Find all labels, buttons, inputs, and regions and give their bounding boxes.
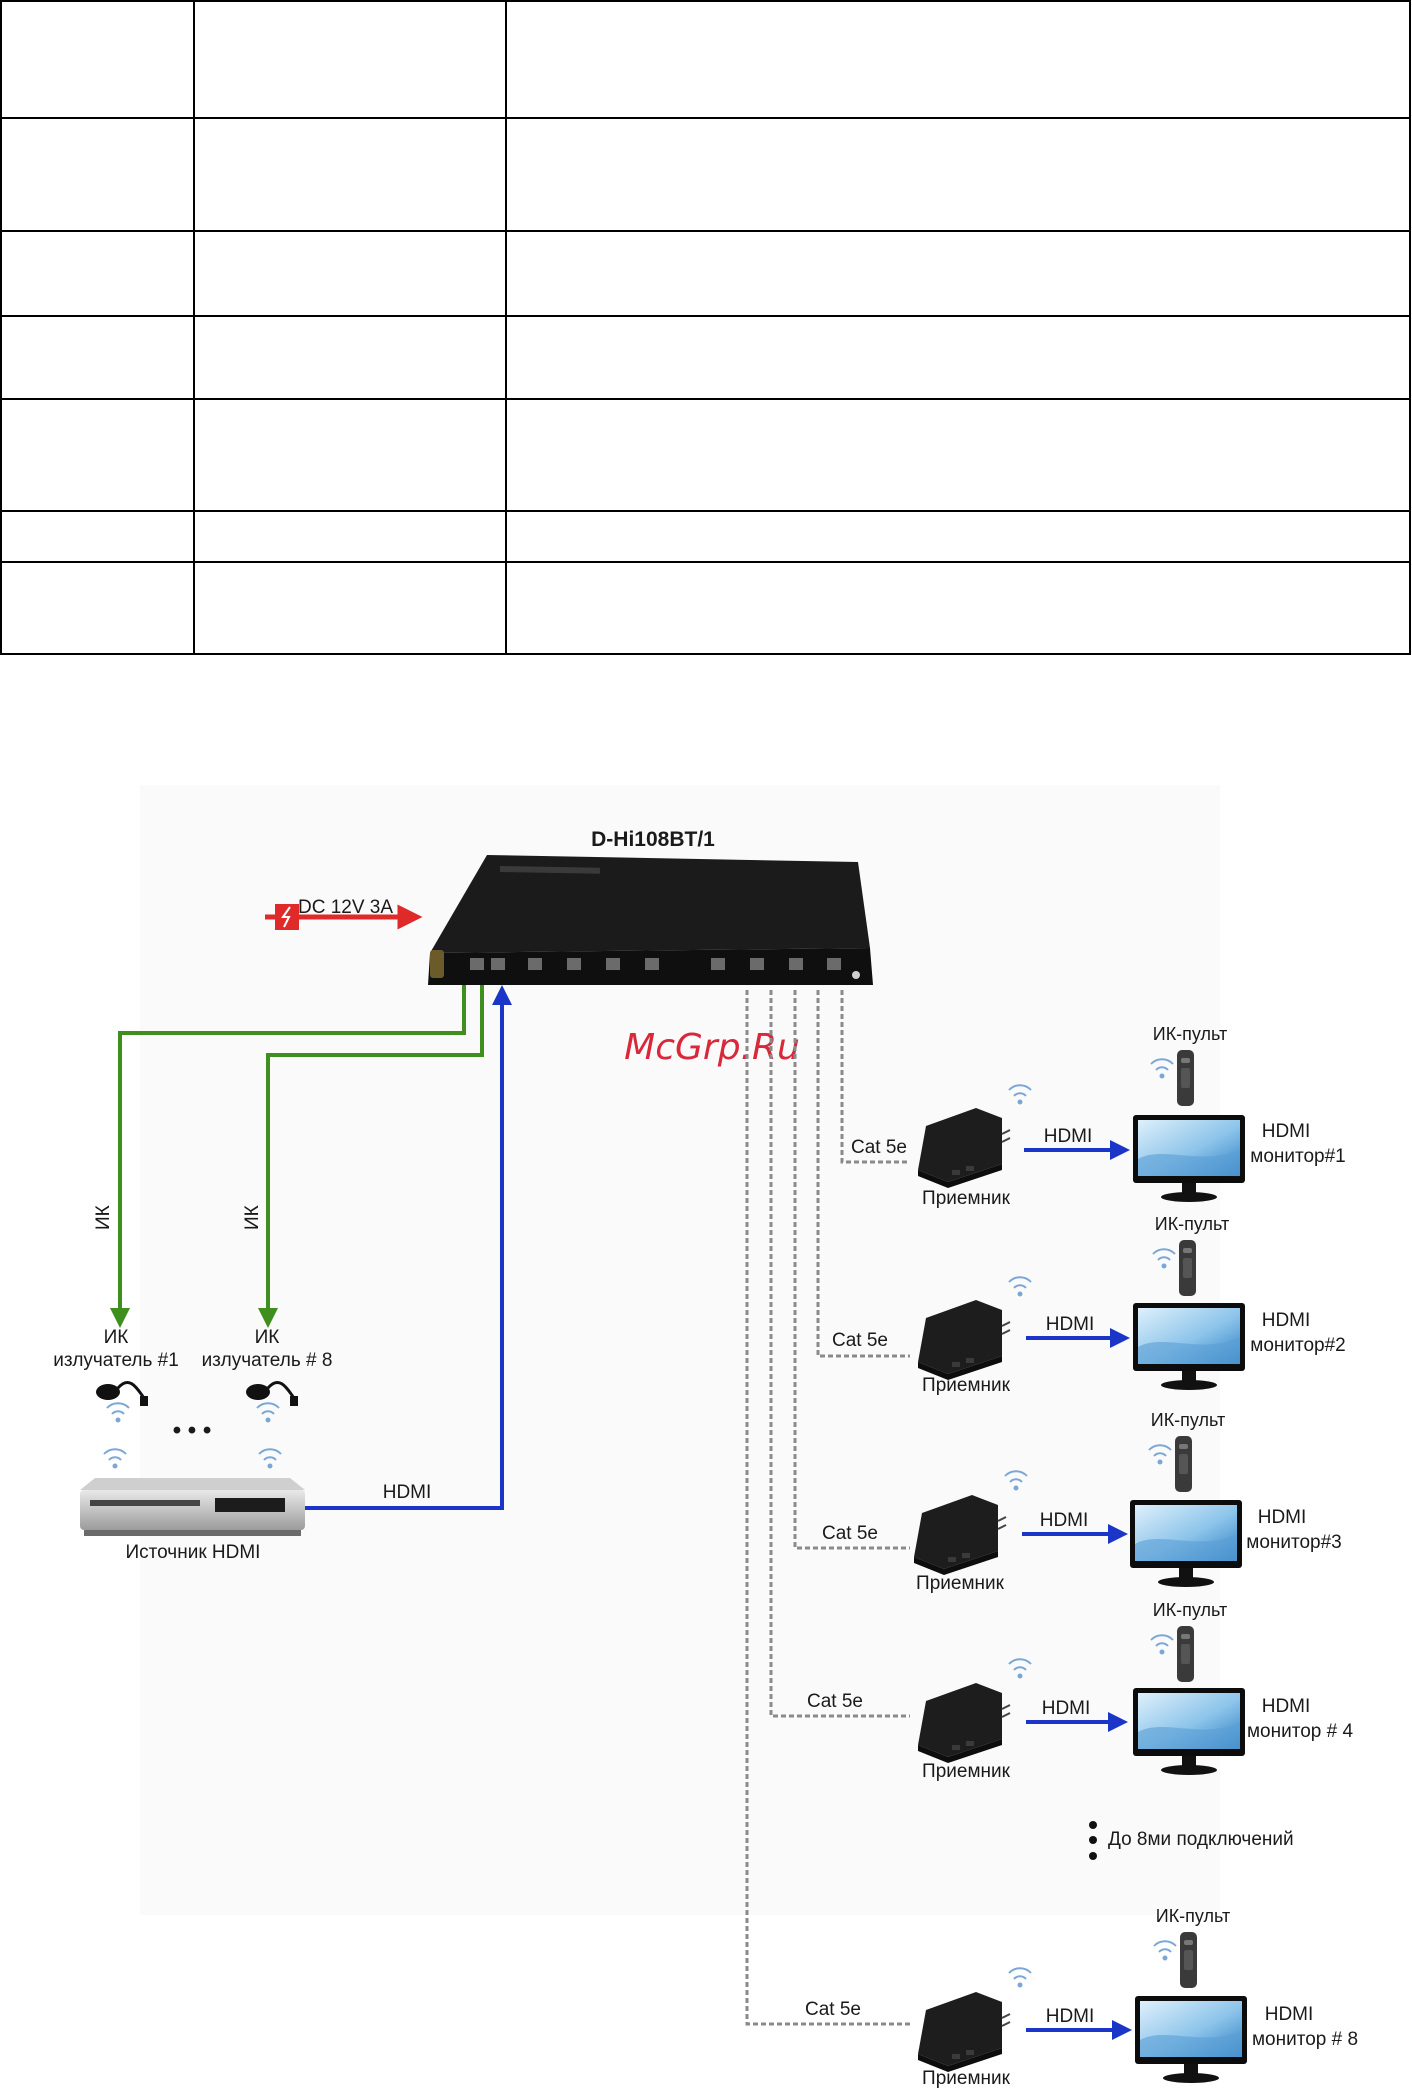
remote-label: ИК-пульт [1153, 1024, 1228, 1044]
ir-remote-icon [1177, 1626, 1194, 1682]
hdmi-label: HDMI [1046, 1314, 1095, 1335]
watermark: McGrp.Ru [624, 1027, 800, 1068]
table-cell [0, 230, 195, 317]
hdmi-source-line [305, 985, 512, 1510]
ir-remote-icon [1180, 1932, 1197, 1988]
monitor-label: монитор # 8 [1252, 2029, 1358, 2050]
monitor-label: HDMI [1262, 1121, 1311, 1142]
receiver-branch: Cat 5e Приемник HDMI ИК-пульт HDMI монит… [822, 1410, 1342, 1594]
ir-remote-icon [1179, 1240, 1196, 1296]
splitter-device [428, 855, 873, 985]
receiver-branch: Cat 5e Приемник HDMI ИК-пульт HDMI монит… [805, 1906, 1358, 2089]
cable-label: Cat 5e [807, 1691, 863, 1712]
cable-label: Cat 5e [851, 1137, 907, 1158]
ir-line-label: ИК [93, 1205, 114, 1230]
table-row [0, 561, 1411, 655]
ir-remote-icon [1177, 1050, 1194, 1106]
power-arrow [265, 904, 423, 930]
remote-label: ИК-пульт [1151, 1410, 1226, 1430]
table-cell [0, 117, 195, 232]
receiver-branch: Cat 5e Приемник HDMI ИК-пульт HDMI монит… [832, 1214, 1346, 1396]
table-cell [193, 561, 507, 655]
table-cell [0, 510, 195, 563]
table-cell [505, 230, 1411, 317]
remote-label: ИК-пульт [1153, 1600, 1228, 1620]
table-row [0, 510, 1411, 563]
spec-table [0, 0, 1411, 655]
table-cell [505, 117, 1411, 232]
cable-label: Cat 5e [805, 1999, 861, 2020]
ir-lines [110, 985, 484, 1328]
monitor-label: HDMI [1262, 1696, 1311, 1717]
ir-remote-icon [1175, 1436, 1192, 1492]
table-cell [505, 0, 1411, 119]
monitor-label: монитор#1 [1250, 1146, 1346, 1167]
receiver-label: Приемник [922, 1761, 1011, 1782]
remote-label: ИК-пульт [1156, 1906, 1231, 1926]
receiver-branch: Cat 5e Приемник HDMI ИК-пульт HDMI монит… [807, 1600, 1353, 1782]
table-row [0, 398, 1411, 512]
hdmi-source-player [80, 1478, 305, 1536]
wireless-icon [1008, 1967, 1032, 1989]
table-cell [193, 117, 507, 232]
source-hdmi-label: HDMI [383, 1482, 432, 1503]
more-connections-dots [1089, 1821, 1097, 1860]
monitor-label: монитор#3 [1246, 1532, 1342, 1553]
emitter-label: ИК [255, 1327, 280, 1348]
cat5e-cables [745, 990, 910, 2026]
emitter-label: излучатель #1 [53, 1350, 179, 1371]
table-cell [193, 0, 507, 119]
table-cell [0, 398, 195, 512]
ir-line-label: ИК [242, 1205, 263, 1230]
more-connections-label: До 8ми подключений [1108, 1829, 1294, 1850]
receiver-branch: Cat 5e Приемник HDMI ИК-пульт HDMI монит… [851, 1024, 1346, 1209]
monitor-label: монитор # 4 [1247, 1721, 1353, 1742]
monitor-label: монитор#2 [1250, 1335, 1346, 1356]
monitor-label: HDMI [1265, 2004, 1314, 2025]
power-label: DC 12V 3A [298, 897, 393, 918]
receiver-label: Приемник [922, 1188, 1011, 1209]
table-cell [505, 561, 1411, 655]
table-cell [0, 315, 195, 400]
table-cell [505, 510, 1411, 563]
table-cell [193, 230, 507, 317]
wireless-icon [1153, 1940, 1177, 1962]
receiver-label: Приемник [922, 2068, 1011, 2089]
table-cell [505, 398, 1411, 512]
device-title: D-Hi108BT/1 [591, 828, 715, 851]
table-cell [0, 561, 195, 655]
ellipsis: • • • [173, 1417, 212, 1444]
monitor-icon [1135, 1996, 1247, 2083]
lightning-icon [281, 906, 291, 928]
table-row [0, 230, 1411, 317]
wireless-icon [106, 1402, 130, 1424]
remote-label: ИК-пульт [1155, 1214, 1230, 1234]
receiver-label: Приемник [916, 1573, 1005, 1594]
cable-label: Cat 5e [832, 1330, 888, 1351]
table-cell [193, 510, 507, 563]
table-cell [193, 315, 507, 400]
table-cell [505, 315, 1411, 400]
monitor-label: HDMI [1258, 1507, 1307, 1528]
table-row [0, 0, 1411, 119]
source-label: Источник HDMI [126, 1542, 261, 1563]
hdmi-label: HDMI [1046, 2006, 1095, 2027]
wireless-icon [103, 1448, 127, 1470]
hdmi-label: HDMI [1044, 1126, 1093, 1147]
table-row [0, 315, 1411, 400]
table-cell [0, 0, 195, 119]
hdmi-label: HDMI [1042, 1698, 1091, 1719]
monitor-label: HDMI [1262, 1310, 1311, 1331]
cable-label: Cat 5e [822, 1523, 878, 1544]
receiver-label: Приемник [922, 1375, 1011, 1396]
emitter-label: излучатель # 8 [202, 1350, 333, 1371]
table-row [0, 117, 1411, 232]
hdmi-label: HDMI [1040, 1510, 1089, 1531]
receiver-unit [917, 1991, 1011, 2073]
emitter-label: ИК [104, 1327, 129, 1348]
table-cell [193, 398, 507, 512]
